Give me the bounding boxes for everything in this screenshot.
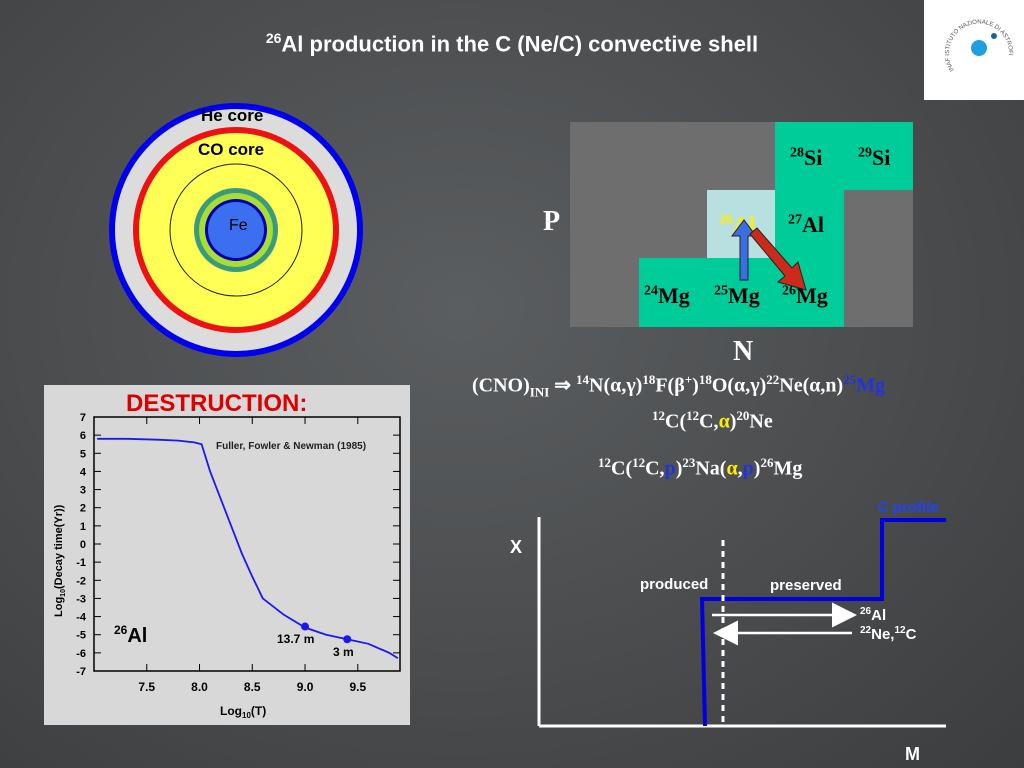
y-tick-label: -2 <box>76 575 86 587</box>
y-tick-label: 5 <box>80 448 86 460</box>
y-tick-label: -7 <box>76 666 86 678</box>
y-tick-label: 4 <box>80 466 87 478</box>
produced-label: produced <box>640 576 709 593</box>
reaction-arrows <box>731 219 807 291</box>
y-tick-label: -1 <box>76 557 86 569</box>
y-tick-label: -5 <box>76 630 86 642</box>
y-tick-label: 2 <box>80 503 86 515</box>
decay-point <box>343 635 352 644</box>
reference-label: Fuller, Fowler & Newman (1985) <box>216 441 366 452</box>
he-core-label: He core <box>201 106 264 125</box>
nuclide-al27: 27Al <box>788 212 824 237</box>
decay-point <box>301 622 310 631</box>
y-tick-label: 7 <box>80 412 86 424</box>
c-profile-label: C profile <box>878 499 939 516</box>
x-tick-label: 8.0 <box>191 680 208 694</box>
nuclide-si28: 28Si <box>790 145 823 170</box>
preserved-label: preserved <box>770 577 842 594</box>
point-label-3m: 3 m <box>333 645 354 659</box>
y-tick-label: -6 <box>76 648 86 660</box>
nuclide-mg24: 24Mg <box>644 283 690 308</box>
c-profile-diagram <box>537 517 946 728</box>
si-row <box>775 122 913 190</box>
nuclide-si29: 29Si <box>858 145 891 170</box>
co-core-label: CO core <box>198 140 265 159</box>
reaction-cno: (CNO)INI ⇒ 14N(α,γ)18F(β+)18O(α,γ)22Ne(α… <box>472 372 886 400</box>
x-label: X <box>510 537 523 557</box>
y-tick-label: -4 <box>76 612 87 624</box>
reaction-c-p: 12C(12C,p)23Na(α,p)26Mg <box>598 455 803 480</box>
al26-profile-label: 26Al <box>860 606 887 624</box>
p-axis-label: P <box>543 206 561 237</box>
x-tick-label: 8.5 <box>244 680 261 694</box>
al26-big-label: 26Al <box>114 623 147 647</box>
m-label: M <box>905 744 920 764</box>
nuclide-mg25: 25Mg <box>714 283 760 308</box>
x-tick-label: 9.5 <box>349 680 366 694</box>
c-profile-line <box>699 518 946 727</box>
star-structure-diagram <box>109 103 363 357</box>
y-tick-label: 3 <box>80 485 86 497</box>
decay-plot-panel <box>44 385 410 725</box>
point-label-13m: 13.7 m <box>277 632 314 646</box>
y-tick-label: 0 <box>80 539 86 551</box>
x-tick-label: 9.0 <box>297 680 314 694</box>
y-tick-label: 1 <box>80 521 86 533</box>
inaf-logo: INAF ISTITUTO NAZIONALE DI ASTROFISICA <box>922 0 1024 100</box>
page-title: 26Al production in the C (Ne/C) convecti… <box>265 30 759 57</box>
x-tick-label: 7.5 <box>138 680 155 694</box>
y-tick-label: 6 <box>80 430 86 442</box>
decay-time-chart: 7 6 5 4 3 2 1 0 -1 -2 -3 -4 -5 -6 -7 7.5 8.0 8.5 9.0 9.5 F… <box>53 412 401 720</box>
n-axis-label: N <box>733 336 754 367</box>
destruction-label: DESTRUCTION: <box>126 390 308 417</box>
decay-y-axis-label: Log10(Decay time(Yr)) <box>53 504 67 617</box>
decay-x-axis-label: Log10(T) <box>220 704 266 720</box>
y-tick-label: -3 <box>76 593 86 605</box>
fe-label: Fe <box>229 217 248 234</box>
reaction-c-alpha: 12C(12C,α)20Ne <box>652 408 773 433</box>
svg-text:INAF ISTITUTO NAZIONALE DI AST: INAF ISTITUTO NAZIONALE DI ASTROFISICA <box>924 0 1013 72</box>
ne-c-profile-label: 22Ne,12C <box>860 625 917 643</box>
